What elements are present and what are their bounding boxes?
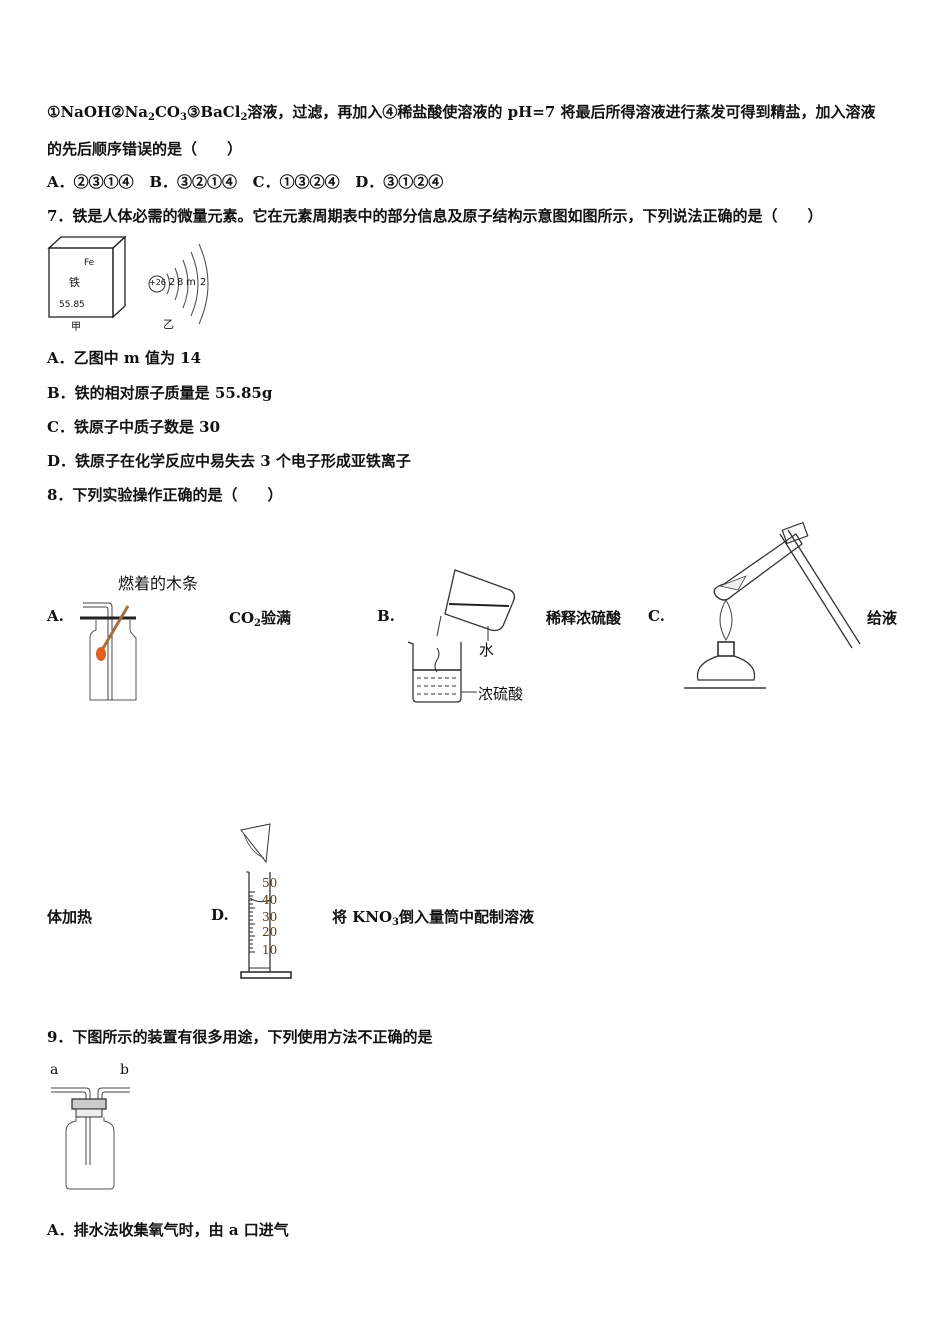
gas-bottle-burning-stick-icon	[80, 602, 137, 701]
q7-figure-yi: +26 2 8 m 2 乙	[145, 240, 220, 335]
caption-text: 倒入量筒中配制溶液	[399, 908, 535, 926]
q7-option-c: C．铁原子中质子数是 30	[47, 418, 221, 436]
scale-10: 10	[262, 943, 278, 957]
q6-options: A．②③①④ B．③②①④ C．①③②④ D．③①②④	[47, 172, 443, 192]
q6-text: 溶液，过滤，再加入④稀盐酸使溶液的 pH=7 将最后所得溶液进行蒸发可得到精盐，…	[247, 103, 876, 121]
caption-sub: 3	[392, 917, 400, 928]
measuring-cylinder-icon	[240, 823, 292, 979]
q8-option-c-letter: C.	[648, 607, 665, 625]
q7-option-a: A．乙图中 m 值为 14	[47, 349, 202, 367]
q8-option-d-caption: 将 KNO3倒入量筒中配制溶液	[332, 906, 534, 928]
burning-stick-label: 燃着的木条	[118, 574, 199, 593]
q6-option-b: B．③②①④	[149, 173, 237, 191]
figure-caption-yi: 乙	[163, 318, 174, 331]
q8-option-b-letter: B.	[377, 607, 395, 625]
q6-option-d: D．③①②④	[355, 173, 444, 191]
scale-50: 50	[262, 876, 278, 890]
caption-text: CO	[229, 609, 255, 627]
atom-structure-icon	[148, 243, 209, 325]
scale-30: 30	[262, 910, 278, 924]
q8-option-a-letter: A.	[47, 607, 64, 625]
caption-text: 验满	[260, 609, 291, 627]
shell-2: 8	[177, 277, 184, 288]
conc-sulfuric-acid-label: 浓硫酸	[478, 685, 524, 703]
q7-figure-jia: Fe 铁 55.85 甲	[47, 235, 127, 333]
water-label: 水	[479, 641, 495, 659]
q8-option-c-caption-part1: 给液	[867, 609, 898, 627]
caption-sub: 2	[254, 618, 261, 629]
element-box-icon	[47, 235, 127, 319]
q6-text: ③BaCl	[186, 103, 241, 121]
shell-4: 2	[200, 277, 207, 288]
figure-caption-jia: 甲	[71, 322, 81, 333]
port-a-label: a	[50, 1062, 59, 1078]
shell-3: m	[186, 277, 196, 288]
q8-option-c-caption-part2: 体加热	[47, 908, 93, 926]
gas-washing-bottle-icon	[51, 1087, 130, 1190]
scale-20: 20	[262, 925, 278, 939]
q7-stem: 7．铁是人体必需的微量元素。它在元素周期表中的部分信息及原子结构示意图如图所示，…	[47, 207, 823, 225]
caption-text: 将 KNO	[332, 908, 393, 926]
q9-stem: 9．下图所示的装置有很多用途，下列使用方法不正确的是	[47, 1028, 433, 1046]
atom-nucleus: +26	[149, 278, 166, 287]
q6-option-c: C．①③②④	[252, 173, 340, 191]
q6-sub: 3	[179, 112, 187, 123]
q6-option-a: A．②③①④	[47, 173, 134, 191]
q8-stem: 8．下列实验操作正确的是（ ）	[47, 486, 283, 504]
test-tube-heating-icon	[684, 521, 861, 689]
scale-40: 40	[262, 893, 278, 907]
q6-text: ①NaOH②Na	[47, 103, 148, 121]
q6-text: CO	[154, 103, 180, 121]
q7-option-b: B．铁的相对原子质量是 55.85g	[47, 384, 273, 402]
q6-stem-line2: 的先后顺序错误的是（ ）	[47, 140, 243, 158]
beaker-pouring-icon	[407, 569, 516, 703]
shell-1: 2	[169, 277, 176, 288]
q6-stem-line1: ①NaOH②Na2CO3③BaCl2溶液，过滤，再加入④稀盐酸使溶液的 pH=7…	[47, 102, 876, 128]
element-mass: 55.85	[59, 300, 85, 310]
q6-sub: 2	[148, 112, 155, 123]
q9-option-a: A．排水法收集氧气时，由 a 口进气	[47, 1221, 289, 1239]
port-b-label: b	[120, 1062, 129, 1078]
q8-option-a-caption: CO2验满	[229, 607, 291, 629]
q6-sub: 2	[240, 112, 248, 123]
element-name: 铁	[69, 276, 80, 289]
q8-option-d-letter: D.	[211, 906, 229, 924]
q8-option-b-caption: 稀释浓硫酸	[546, 609, 622, 627]
q7-option-d: D．铁原子在化学反应中易失去 3 个电子形成亚铁离子	[47, 452, 411, 470]
element-symbol: Fe	[84, 258, 95, 268]
